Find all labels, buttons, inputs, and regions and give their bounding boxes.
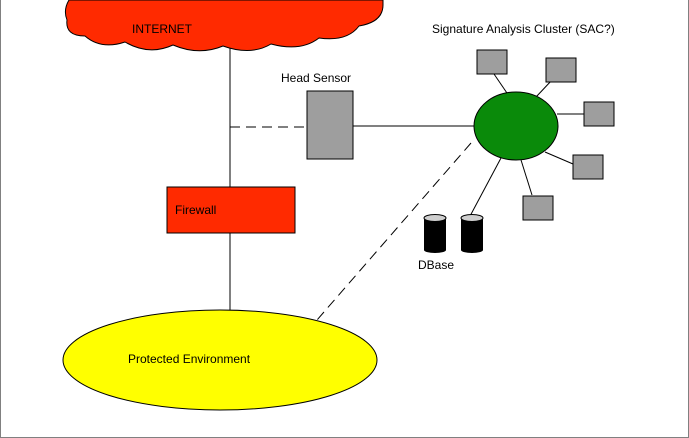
database-icon (460, 214, 484, 253)
head-sensor-label: Head Sensor (281, 71, 352, 85)
hub-to-dbase-link (468, 157, 502, 219)
sac-node-3 (583, 101, 615, 127)
sac-node-1 (476, 49, 508, 75)
sac-node-2 (545, 57, 577, 83)
protected-environment-label: Protected Environment (128, 352, 251, 366)
sac-hub-node (473, 91, 559, 161)
protected-environment-node (62, 309, 378, 411)
head-sensor-box (306, 90, 354, 160)
dbase-label: DBase (418, 258, 455, 272)
internet-label: INTERNET (132, 22, 192, 36)
firewall-box (166, 186, 296, 234)
hub-to-node2-link (535, 79, 553, 98)
hub-to-protected-dashed-link (316, 142, 472, 321)
hub-to-node5-link (520, 159, 533, 196)
hub-to-node4-link (544, 151, 574, 165)
sac-label: Signature Analysis Cluster (SAC?) (432, 22, 615, 36)
sac-node-4 (572, 154, 604, 180)
firewall-label: Firewall (175, 203, 217, 217)
internet-cloud (64, 0, 384, 52)
database-icon (423, 214, 447, 253)
sac-node-5 (522, 195, 554, 221)
